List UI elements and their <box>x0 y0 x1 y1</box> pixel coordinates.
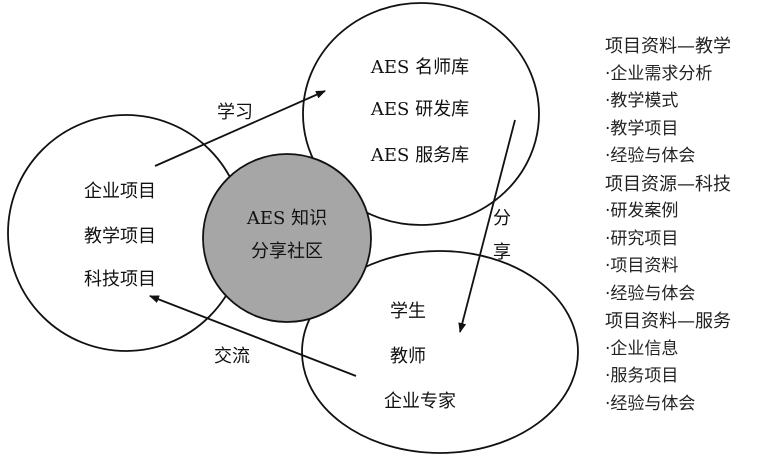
share-label-2: 享 <box>493 242 511 263</box>
learn-label: 学习 <box>217 102 253 123</box>
list-item: ·经验与体会 <box>605 393 696 414</box>
list-item: ·研究项目 <box>605 228 679 249</box>
top-item: AES 服务库 <box>370 145 469 166</box>
center-circle <box>202 153 372 323</box>
list-item: ·项目资料 <box>605 256 679 276</box>
bottom-circle <box>301 250 579 454</box>
resource-list: 项目资料—教学 ·企业需求分析 ·教学模式 ·教学项目 ·经验与体会 项目资源—… <box>605 33 731 418</box>
list-item: ·企业信息 <box>605 338 679 359</box>
list-item: ·企业需求分析 <box>605 63 713 84</box>
top-circle <box>302 2 540 226</box>
list-item: ·经验与体会 <box>605 146 696 166</box>
exchange-arrow <box>149 295 357 377</box>
list-item: ·研发案例 <box>605 201 679 221</box>
left-item: 企业项目 <box>84 181 156 202</box>
list-heading: 项目资料—服务 <box>605 311 731 332</box>
list-item: ·经验与体会 <box>605 283 696 304</box>
left-item: 科技项目 <box>84 269 156 290</box>
center-item: AES 知识 <box>246 208 327 229</box>
center-item: 分享社区 <box>251 241 323 262</box>
bottom-item: 教师 <box>390 346 426 367</box>
list-heading: 项目资源—科技 <box>605 173 731 195</box>
bottom-item: 企业专家 <box>384 391 456 412</box>
list-item: ·教学项目 <box>605 118 679 139</box>
share-arrow <box>458 119 516 333</box>
learn-arrow <box>154 90 326 167</box>
top-item: AES 研发库 <box>370 99 469 120</box>
top-item: AES 名师库 <box>370 57 469 78</box>
left-item: 教学项目 <box>84 226 156 247</box>
list-item: ·服务项目 <box>605 366 679 386</box>
list-heading: 项目资料—教学 <box>605 36 731 57</box>
list-item: ·教学模式 <box>605 91 679 111</box>
share-label-1: 分 <box>493 208 511 229</box>
bottom-item: 学生 <box>390 301 426 322</box>
exchange-label: 交流 <box>214 346 250 367</box>
